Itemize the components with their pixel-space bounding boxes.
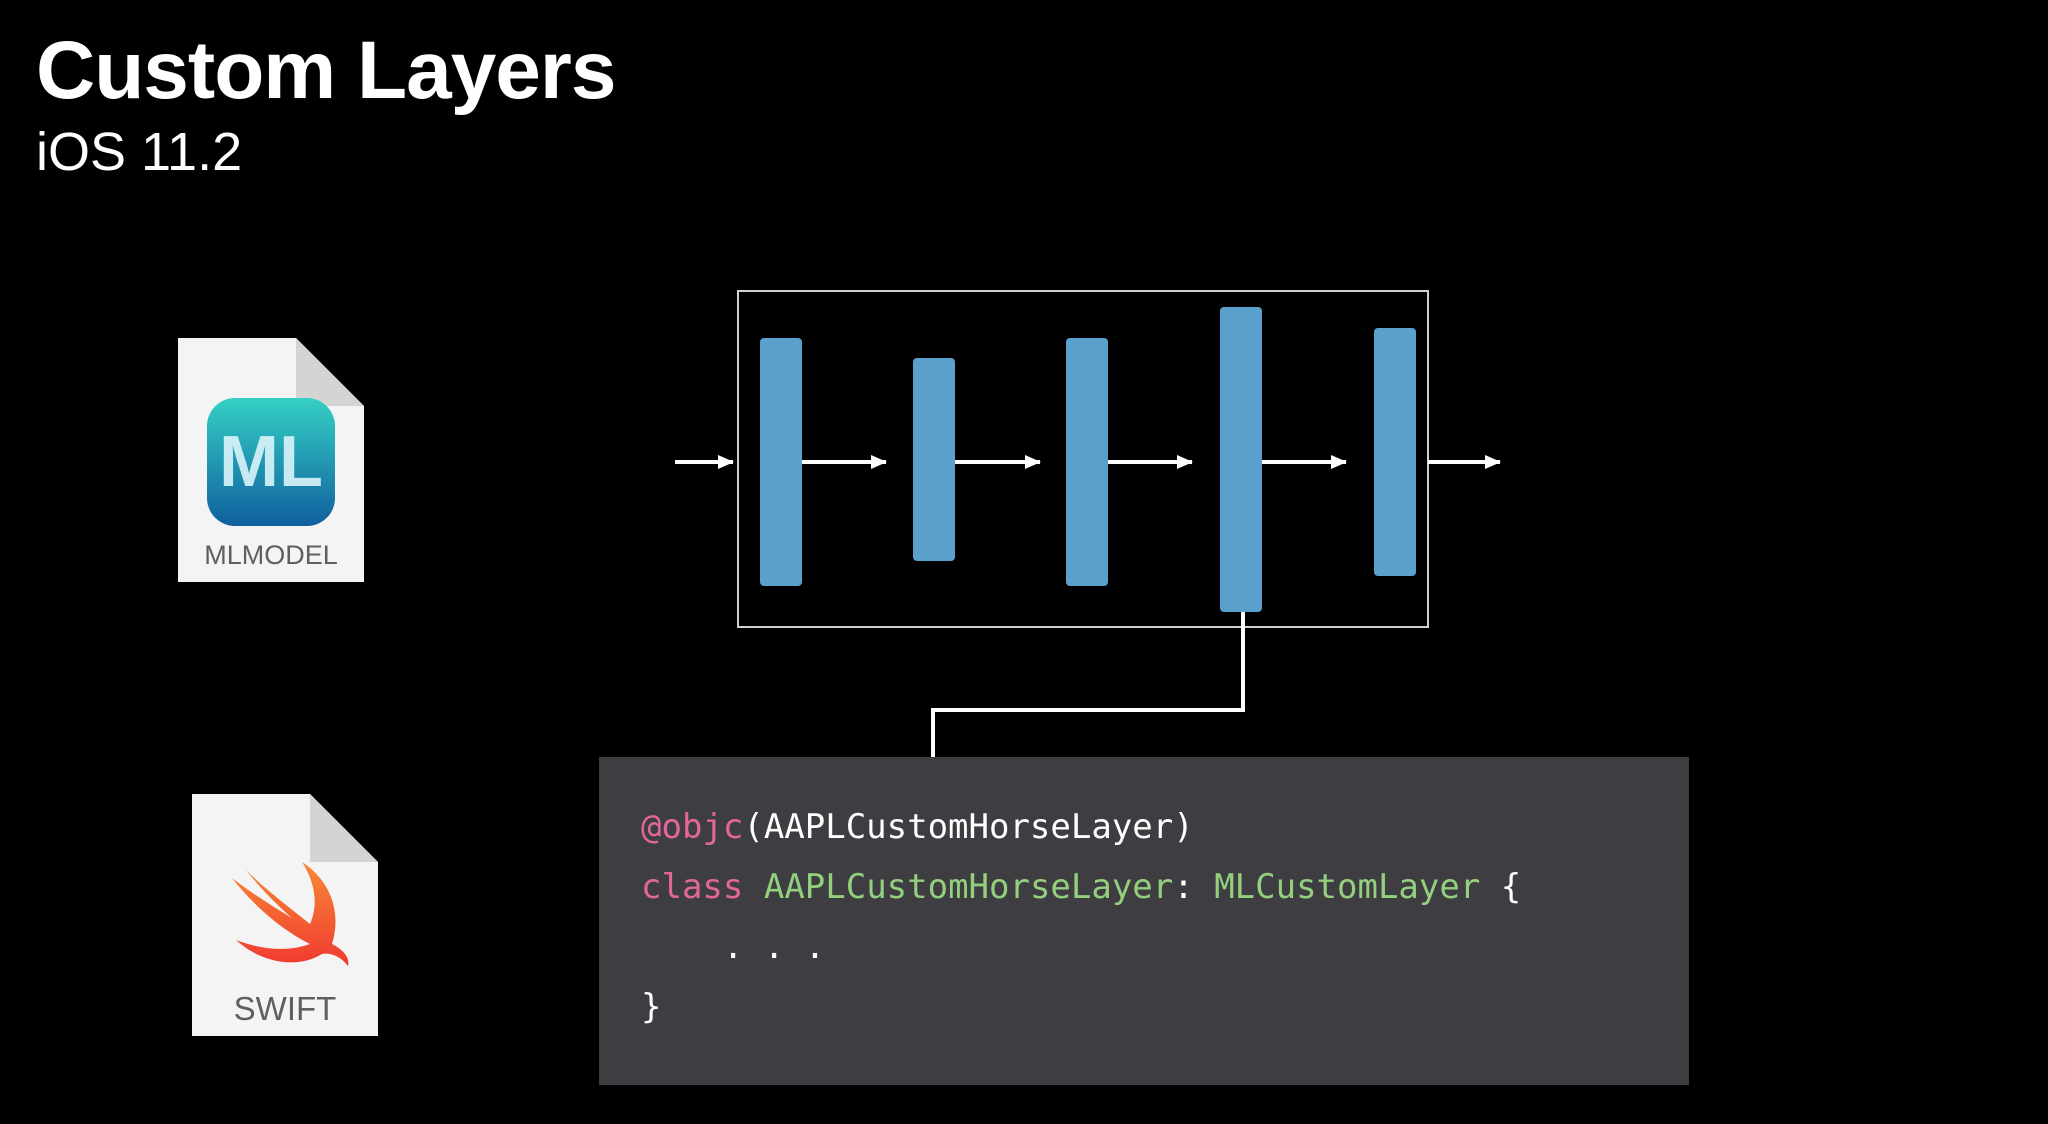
custom-layer-connector xyxy=(926,612,1245,803)
code-superclass: MLCustomLayer xyxy=(1214,867,1481,907)
code-line-1: @objc(AAPLCustomHorseLayer) xyxy=(641,807,1194,848)
mlmodel-file-label: MLMODEL xyxy=(204,540,338,570)
layer-2 xyxy=(913,358,955,561)
code-attribute-arg: (AAPLCustomHorseLayer) xyxy=(743,807,1194,847)
code-line-2: class AAPLCustomHorseLayer: MLCustomLaye… xyxy=(641,867,1522,907)
svg-text:ML: ML xyxy=(219,422,323,502)
code-class-name: AAPLCustomHorseLayer xyxy=(763,867,1174,907)
slide-title: Custom Layers xyxy=(36,25,616,116)
swift-file-icon: SWIFT xyxy=(192,794,378,1036)
slide-subtitle: iOS 11.2 xyxy=(36,122,243,182)
layer-4-custom xyxy=(1220,307,1262,612)
layer-5 xyxy=(1374,328,1416,576)
ml-model-file-icon: ML MLMODEL xyxy=(178,338,364,582)
code-attribute: @objc xyxy=(641,807,744,847)
layer-1 xyxy=(760,338,802,586)
code-keyword: class xyxy=(641,867,744,907)
code-line-3: . . . xyxy=(641,927,826,967)
layer-3 xyxy=(1066,338,1108,586)
code-panel: @objc(AAPLCustomHorseLayer) class AAPLCu… xyxy=(599,757,1689,1085)
swift-file-label: SWIFT xyxy=(233,990,337,1027)
model-boundary-box xyxy=(737,290,1429,628)
code-line-4: } xyxy=(641,987,662,1027)
